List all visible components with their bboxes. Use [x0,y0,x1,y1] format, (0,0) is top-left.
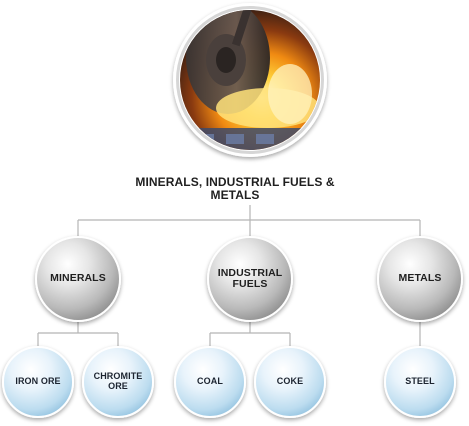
leaf-label-coke: COKE [276,376,304,387]
diagram-title: MINERALS, INDUSTRIAL FUELS & METALS [135,175,335,202]
sphere-steel [384,346,456,418]
connector-lines [37,205,421,346]
leaf-label-chromite-ore: CHROMITE ORE [93,371,143,391]
leaf-label-steel: STEEL [405,376,435,387]
sphere-minerals [35,236,121,322]
category-spheres [35,236,463,322]
sphere-metals [377,236,463,322]
category-label-minerals: MINERALS [50,272,106,285]
leaf-spheres [2,346,456,418]
sphere-chromite-ore [82,346,154,418]
leaf-label-coal: COAL [197,376,223,387]
category-label-industrial-fuels: INDUSTRIAL FUELS [217,266,283,290]
molten-metal-photo [173,3,327,157]
sphere-coal [174,346,246,418]
sphere-iron-ore [2,346,74,418]
sphere-coke [254,346,326,418]
sphere-industrial-fuels [207,236,293,322]
category-label-metals: METALS [398,272,442,285]
leaf-label-iron-ore: IRON ORE [15,376,61,387]
